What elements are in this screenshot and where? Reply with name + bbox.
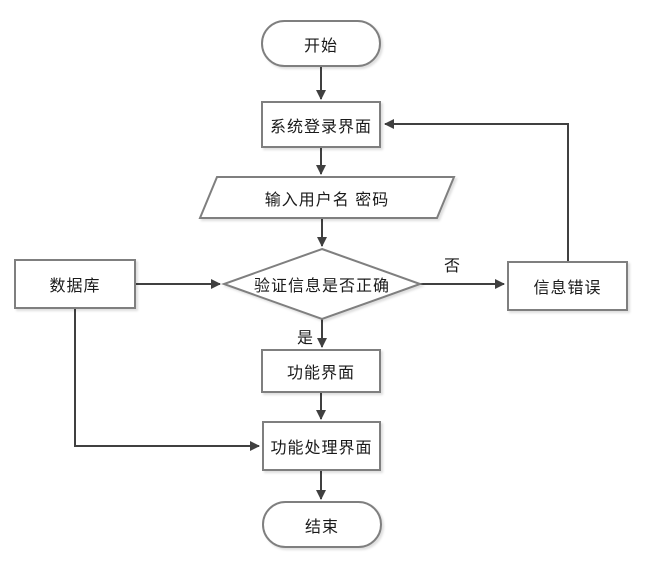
error-process-shape xyxy=(507,261,628,311)
edge-database-to-process xyxy=(74,308,260,451)
verify-decision-shape xyxy=(221,247,423,321)
edge-error-back-to-login xyxy=(384,119,569,262)
database-process-shape xyxy=(14,259,136,309)
function-process-shape xyxy=(261,349,381,393)
start-terminator-shape xyxy=(261,20,381,67)
login-process-shape xyxy=(261,101,381,148)
connector-group xyxy=(74,66,569,500)
process-process-shape xyxy=(262,421,381,471)
shape-group xyxy=(14,20,628,548)
input-parallelogram-shape xyxy=(198,176,456,219)
end-terminator-shape xyxy=(262,501,382,548)
